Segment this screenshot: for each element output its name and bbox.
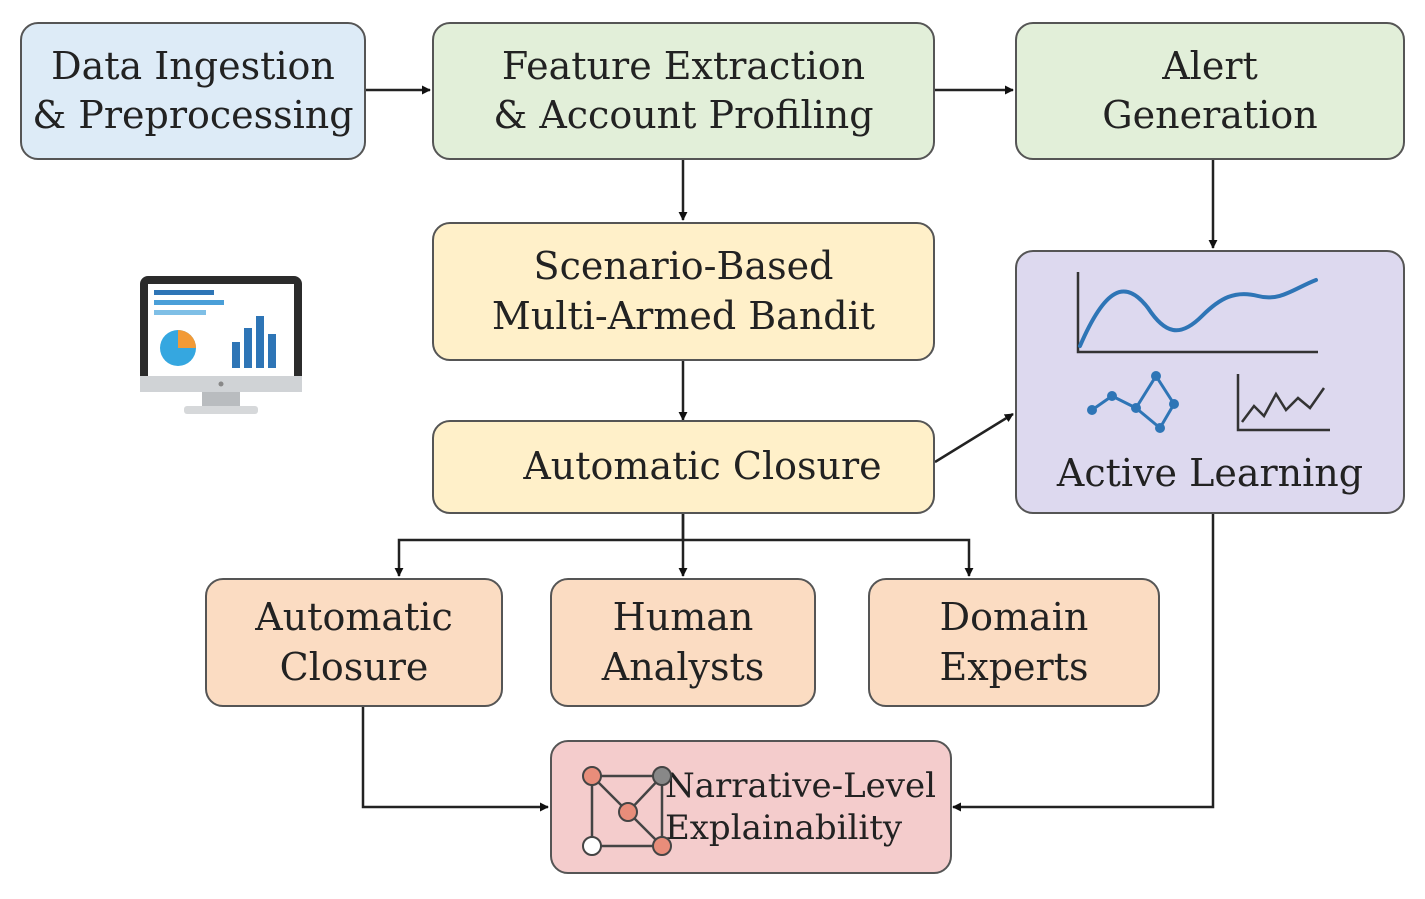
arrow-closure-to-active-learning <box>934 412 1014 464</box>
alert-generation-label: Alert Generation <box>1102 43 1318 137</box>
data-ingestion-box: Data Ingestion & Preprocessing <box>20 22 366 160</box>
automatic-closure-branch-box: Automatic Closure <box>205 578 503 707</box>
human-analysts-label: Human Analysts <box>601 595 765 689</box>
feature-extraction-box: Feature Extraction & Account Profiling <box>432 22 935 160</box>
automatic-closure-main-box: Automatic Closure <box>432 420 935 514</box>
monitor-dashboard-icon <box>140 276 302 414</box>
arrow-auto-branch-to-explainability <box>361 707 549 812</box>
node-graph-icon <box>582 766 672 856</box>
automatic-closure-main-label: Automatic Closure <box>523 444 882 489</box>
active-learning-box: Active Learning <box>1015 250 1405 514</box>
bandit-box: Scenario-Based Multi-Armed Bandit <box>432 222 935 361</box>
automatic-closure-branch-label: Automatic Closure <box>255 595 453 689</box>
data-ingestion-label: Data Ingestion & Preprocessing <box>32 43 354 137</box>
bandit-label: Scenario-Based Multi-Armed Bandit <box>491 244 876 338</box>
active-learning-label: Active Learning <box>1056 450 1364 495</box>
domain-experts-label: Domain Experts <box>939 595 1089 689</box>
explainability-label: Narrative-Level Explainability <box>664 765 936 849</box>
network-graph-icon <box>1087 371 1179 433</box>
alert-generation-box: Alert Generation <box>1015 22 1405 160</box>
line-chart-icon <box>1076 272 1318 354</box>
arrow-closure-to-experts <box>683 538 974 577</box>
explainability-box: Narrative-Level Explainability <box>550 740 952 874</box>
arrow-active-learning-to-explainability <box>952 514 1215 812</box>
human-analysts-box: Human Analysts <box>550 578 816 707</box>
domain-experts-box: Domain Experts <box>868 578 1160 707</box>
small-line-chart-icon <box>1236 374 1330 432</box>
arrow-closure-to-auto-branch <box>394 514 685 577</box>
feature-extraction-label: Feature Extraction & Account Profiling <box>493 43 874 137</box>
